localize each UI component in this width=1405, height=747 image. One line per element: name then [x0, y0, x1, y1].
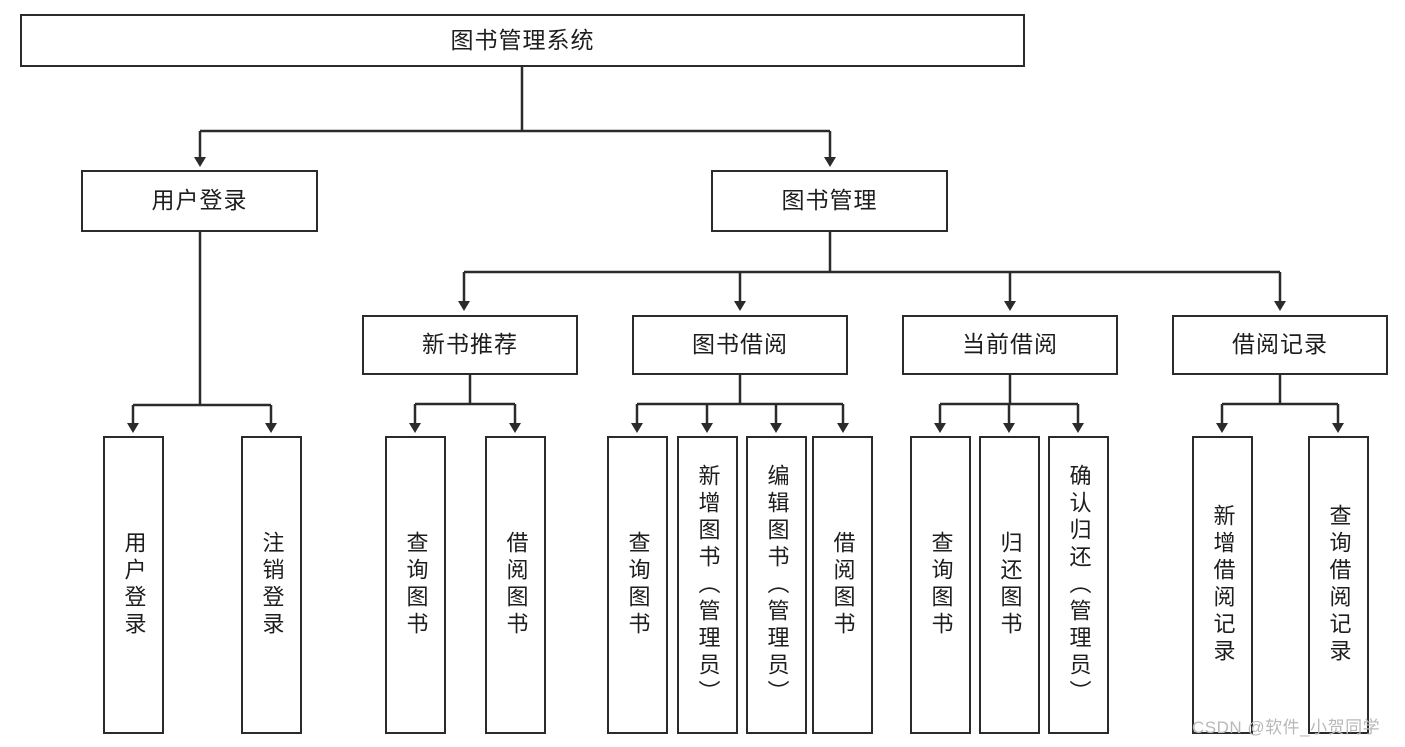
node-current-borrow[interactable]: 当前借阅 [902, 315, 1118, 375]
leaf-book-borrow-borrow[interactable]: 借阅图书 [812, 436, 873, 734]
csdn-watermark: CSDN @软件_小贺同学 [1192, 718, 1381, 737]
node-label: 用户登录 [121, 531, 147, 639]
node-book-borrow[interactable]: 图书借阅 [632, 315, 848, 375]
leaf-current-borrow-confirm-return[interactable]: 确认归还（管理员） [1048, 436, 1109, 734]
node-label: 确认归还（管理员） [1066, 463, 1092, 707]
node-label: 图书管理系统 [450, 26, 595, 53]
leaf-new-book-query[interactable]: 查询图书 [385, 436, 446, 734]
node-label: 新增图书（管理员） [695, 463, 721, 707]
node-label: 查询借阅记录 [1326, 504, 1352, 666]
node-user-login[interactable]: 用户登录 [81, 170, 318, 232]
leaf-current-borrow-query[interactable]: 查询图书 [910, 436, 971, 734]
leaf-current-borrow-return[interactable]: 归还图书 [979, 436, 1040, 734]
node-root-system[interactable]: 图书管理系统 [20, 14, 1025, 67]
node-label: 图书管理 [781, 187, 878, 214]
leaf-user-login-logout[interactable]: 注销登录 [241, 436, 302, 734]
node-label: 编辑图书（管理员） [764, 463, 790, 707]
node-label: 当前借阅 [962, 331, 1058, 358]
node-label: 新书推荐 [422, 331, 518, 358]
node-label: 注销登录 [259, 531, 285, 639]
leaf-new-book-borrow[interactable]: 借阅图书 [485, 436, 546, 734]
node-book-management[interactable]: 图书管理 [711, 170, 948, 232]
leaf-book-borrow-query[interactable]: 查询图书 [607, 436, 668, 734]
node-label: 查询图书 [625, 531, 651, 639]
node-label: 借阅图书 [503, 531, 529, 639]
leaf-borrow-record-query[interactable]: 查询借阅记录 [1308, 436, 1369, 734]
node-label: 用户登录 [151, 187, 248, 214]
leaf-book-borrow-edit[interactable]: 编辑图书（管理员） [746, 436, 807, 734]
leaf-borrow-record-add[interactable]: 新增借阅记录 [1192, 436, 1253, 734]
leaf-book-borrow-add[interactable]: 新增图书（管理员） [677, 436, 738, 734]
node-label: 借阅记录 [1232, 331, 1328, 358]
node-label: 查询图书 [403, 531, 429, 639]
node-label: 归还图书 [997, 531, 1023, 639]
node-new-book-recommend[interactable]: 新书推荐 [362, 315, 578, 375]
node-borrow-record[interactable]: 借阅记录 [1172, 315, 1388, 375]
node-label: 借阅图书 [830, 531, 856, 639]
node-label: 查询图书 [928, 531, 954, 639]
node-label: 新增借阅记录 [1210, 504, 1236, 666]
leaf-user-login-login[interactable]: 用户登录 [103, 436, 164, 734]
node-label: 图书借阅 [692, 331, 788, 358]
